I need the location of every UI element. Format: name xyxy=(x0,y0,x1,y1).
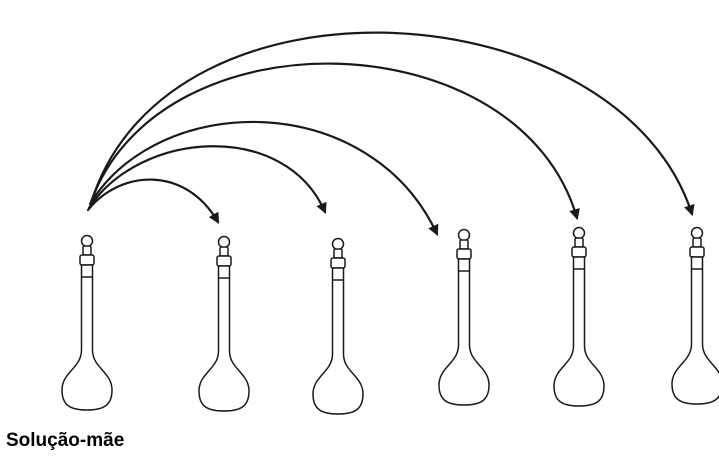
stock-flask-stopper-plug xyxy=(83,246,91,255)
dilution-flask-2-stopper-knob xyxy=(333,239,344,250)
stock-flask-neck-rim xyxy=(80,255,94,265)
stock-flask-stopper-knob xyxy=(82,236,93,247)
dilution-flask-5 xyxy=(672,228,719,405)
dilution-flask-2-stopper-plug xyxy=(334,249,342,258)
dilution-flask-5-stopper-knob xyxy=(692,228,703,239)
dilution-flask-3-stopper-plug xyxy=(460,240,468,249)
dilution-flask-4-stopper-knob xyxy=(574,228,585,239)
dilution-flask-4-body xyxy=(554,257,604,406)
dilution-flask-3 xyxy=(439,230,489,406)
dilution-flask-3-stopper-knob xyxy=(459,230,470,241)
dilution-flask-4 xyxy=(554,228,604,407)
dilution-flask-2 xyxy=(313,239,363,415)
dilution-flask-1-stopper-plug xyxy=(220,247,228,256)
dilution-flask-3-body xyxy=(439,259,489,405)
dilution-flask-5-neck-rim xyxy=(690,247,704,257)
dilution-flask-5-stopper-plug xyxy=(693,238,701,247)
volumetric-flasks xyxy=(62,228,719,415)
dilution-flask-4-stopper-plug xyxy=(575,238,583,247)
transfer-arrows xyxy=(88,33,692,234)
dilution-flask-4-neck-rim xyxy=(572,247,586,257)
transfer-arrow-to-dilution-flask-3 xyxy=(90,122,437,234)
dilution-flask-1-stopper-knob xyxy=(219,237,230,248)
stock-solution-label: Solução-mãe xyxy=(6,430,124,452)
dilution-flask-1-neck-rim xyxy=(217,256,231,266)
dilution-flask-5-body xyxy=(672,257,719,404)
dilution-flask-1 xyxy=(199,237,249,412)
dilution-flask-1-body xyxy=(199,266,249,411)
transfer-arrow-to-dilution-flask-2 xyxy=(89,146,325,212)
dilution-flask-2-body xyxy=(313,268,363,414)
dilution-flask-3-neck-rim xyxy=(457,249,471,259)
stock-flask xyxy=(62,236,112,411)
dilution-flask-2-neck-rim xyxy=(331,258,345,268)
stock-flask-body xyxy=(62,265,112,410)
